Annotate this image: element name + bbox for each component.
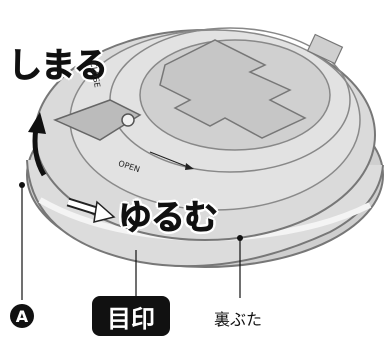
mark-badge: 目印 [92,296,170,336]
loosen-arrow-icon [67,199,101,215]
lid-screw [121,113,135,127]
lid-tab [306,33,344,65]
close-arrowhead-icon [28,112,46,134]
marker-a-badge: A [10,304,34,328]
close-label: しまる [8,46,109,87]
lid-latch [52,99,142,141]
lid-cross [159,39,307,139]
back-cover-label: 裏ぶた [214,310,263,329]
loosen-label: ゆるむ [118,198,219,239]
loosen-arrowhead-icon [93,200,116,224]
open-arrow-icon [149,151,189,168]
